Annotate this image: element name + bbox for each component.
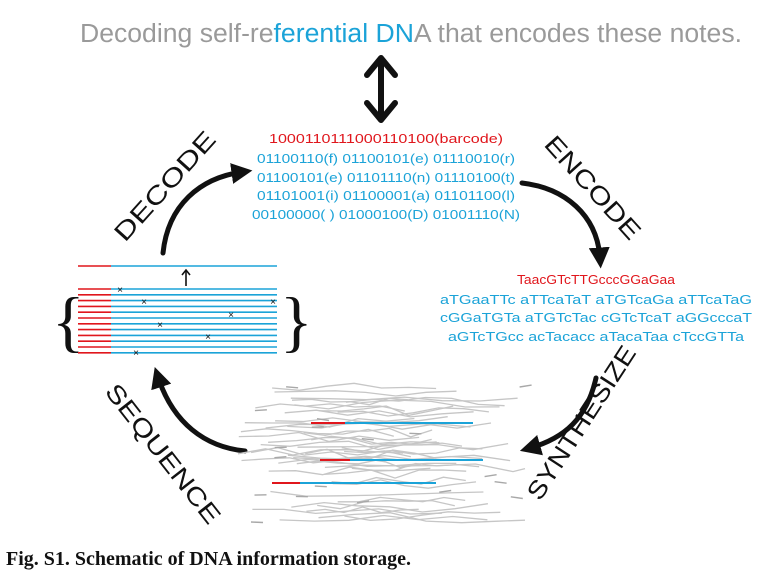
pool-strand (275, 416, 448, 424)
pool-strand (332, 479, 477, 489)
pool-strand (306, 506, 419, 514)
pool-fragment (274, 456, 287, 459)
pool-strand (274, 390, 457, 397)
up-arrow-icon (181, 268, 191, 286)
binary-row: 01100101(e) 01101110(n) 01110100(t) (257, 170, 515, 185)
mutation-mark: × (157, 320, 163, 331)
synthesize-arrow (519, 375, 599, 456)
mutation-mark: × (133, 348, 139, 359)
step-labels: DECODE ENCODE SYNTHESIZE SEQUENCE (99, 126, 646, 530)
pool-strand (278, 458, 457, 468)
mutation-mark: × (141, 297, 147, 308)
pool-fragment (286, 386, 299, 389)
pool-strand (241, 457, 386, 464)
pool-strand (268, 436, 440, 446)
pool-fragment (510, 496, 523, 500)
pool-strand (291, 501, 488, 513)
binary-barcode: 1000110111000110100(barcode) (269, 131, 503, 146)
figure-caption: Fig. S1. Schematic of DNA information st… (6, 548, 411, 570)
right-brace-icon: } (280, 283, 313, 359)
bidirectional-arrow (364, 55, 398, 123)
mutation-mark: × (117, 285, 123, 296)
strand-pool (237, 382, 532, 524)
pool-strand (345, 396, 505, 407)
pool-strand (240, 428, 394, 437)
pool-fragment (361, 438, 374, 441)
pool-strand (319, 405, 454, 417)
pool-fragment (316, 418, 330, 422)
pool-fragment (439, 489, 452, 493)
pool-fragment (519, 384, 532, 388)
pool-strand (268, 466, 431, 476)
dna-row: cGGaTGTa aTGTcTac cGTcTcaT aGGcccaT (440, 310, 752, 325)
pool-strand (284, 409, 474, 418)
mutation-mark: × (228, 310, 234, 321)
binary-row: 00100000( ) 01000100(D) 01001110(N) (252, 207, 520, 222)
pool-strand (344, 511, 501, 522)
binary-block: 1000110111000110100(barcode) 01100110(f)… (252, 131, 520, 222)
dna-row: aTGaaTTc aTTcaTaT aTGTcaGa aTTcaTaG (440, 292, 752, 307)
pool-strand (296, 458, 421, 469)
pool-fragment (484, 474, 497, 478)
pool-strand (238, 431, 420, 443)
pool-strand (303, 427, 433, 438)
pool-fragment (356, 500, 370, 504)
pool-fragment (314, 485, 327, 488)
title-part-3: A that encodes these notes. (414, 20, 742, 48)
decode-arrow (160, 163, 253, 256)
binary-row: 01100110(f) 01100101(e) 01110010(r) (257, 151, 515, 166)
pool-strand (294, 399, 500, 410)
sequence-arrow (151, 367, 248, 454)
encode-arrow (519, 180, 610, 269)
read-lines (78, 288, 277, 354)
title-part-1: Decoding self-re (80, 20, 274, 48)
pool-strand (270, 490, 484, 497)
pool-strand (279, 514, 488, 522)
highlighted-strands (272, 422, 483, 484)
synthesize-label: SYNTHESIZE (522, 341, 642, 506)
pool-strand (318, 512, 526, 524)
pool-strand (337, 407, 489, 417)
sequence-label: SEQUENCE (99, 378, 226, 529)
pool-fragment (494, 481, 507, 484)
pool-strand (317, 499, 455, 510)
dna-row: aGTcTGcc acTacacc aTacaTaa cTccGTTa (448, 329, 745, 344)
title-part-2: ferential DN (274, 20, 414, 48)
pool-strand (255, 403, 405, 412)
binary-row: 01101001(i) 01100001(a) 01101100(l) (257, 188, 515, 203)
pool-strand (323, 469, 467, 479)
gray-strands (237, 382, 532, 524)
pool-strand (311, 435, 432, 445)
pool-fragment (409, 432, 422, 435)
dna-block: TaacGTcTTGcccGGaGaa aTGaaTTc aTTcaTaT aT… (440, 272, 752, 344)
pool-fragment (250, 521, 264, 524)
pool-strand (290, 396, 518, 402)
pool-strand (272, 382, 437, 391)
mutation-mark: × (205, 332, 211, 343)
mutation-mark: × (270, 297, 276, 308)
dna-barcode: TaacGTcTTGcccGGaGaa (517, 272, 676, 287)
cycle-arrows (151, 163, 610, 456)
pool-strand (341, 442, 463, 453)
pool-fragment (254, 409, 267, 412)
sequence-reads: { } × × × × × × × (52, 265, 313, 359)
pool-strand (244, 417, 415, 428)
mutation-marks: × × × × × × × (117, 285, 276, 359)
pool-strand (237, 448, 404, 456)
